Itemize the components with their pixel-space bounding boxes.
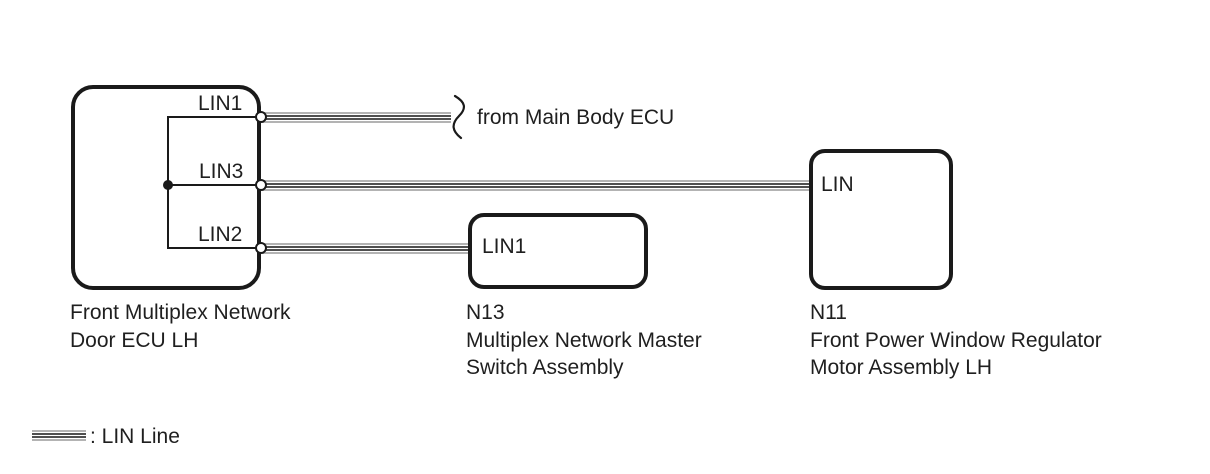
wire-lin1-to-main-body-ecu xyxy=(262,112,451,123)
caption-n13: N13 Multiplex Network Master Switch Asse… xyxy=(466,299,702,382)
pin-label-n13-lin1: LIN1 xyxy=(482,235,527,258)
n13-master-switch-box xyxy=(468,213,648,289)
continuation-squiggle-icon xyxy=(452,94,465,140)
junction-dot xyxy=(163,180,173,190)
n11-motor-box xyxy=(809,149,953,290)
caption-line: Door ECU LH xyxy=(70,328,199,352)
legend-lin-line-label: : LIN Line xyxy=(90,425,180,448)
caption-line: Front Multiplex Network xyxy=(70,301,291,324)
pin-label-n11-lin: LIN xyxy=(821,173,854,196)
annotation-from-main-body-ecu: from Main Body ECU xyxy=(477,106,675,129)
pin-terminal-lin1 xyxy=(255,111,267,123)
internal-stub-lin1 xyxy=(167,116,258,118)
caption-line: Front Power Window Regulator xyxy=(810,328,1102,352)
caption-door-ecu: Front Multiplex Network Door ECU LH xyxy=(70,299,291,354)
pin-terminal-lin3 xyxy=(255,179,267,191)
pin-label-lin1: LIN1 xyxy=(198,92,243,115)
internal-stub-lin3 xyxy=(167,184,258,186)
caption-line: N11 xyxy=(810,301,847,324)
caption-line: Motor Assembly LH xyxy=(810,356,993,379)
pin-label-lin2: LIN2 xyxy=(198,223,243,246)
caption-line: N13 xyxy=(466,301,505,324)
legend-lin-line-symbol xyxy=(32,430,86,441)
caption-line: Multiplex Network Master xyxy=(466,328,702,352)
wire-lin2-to-n13 xyxy=(262,243,470,254)
caption-line: Switch Assembly xyxy=(466,356,624,379)
wire-lin3-to-n11 xyxy=(262,180,811,191)
pin-label-lin3: LIN3 xyxy=(199,160,244,183)
door-ecu-box xyxy=(71,85,261,290)
pin-terminal-lin2 xyxy=(255,242,267,254)
internal-stub-lin2 xyxy=(167,247,258,249)
caption-n11: N11 Front Power Window Regulator Motor A… xyxy=(810,299,1102,382)
